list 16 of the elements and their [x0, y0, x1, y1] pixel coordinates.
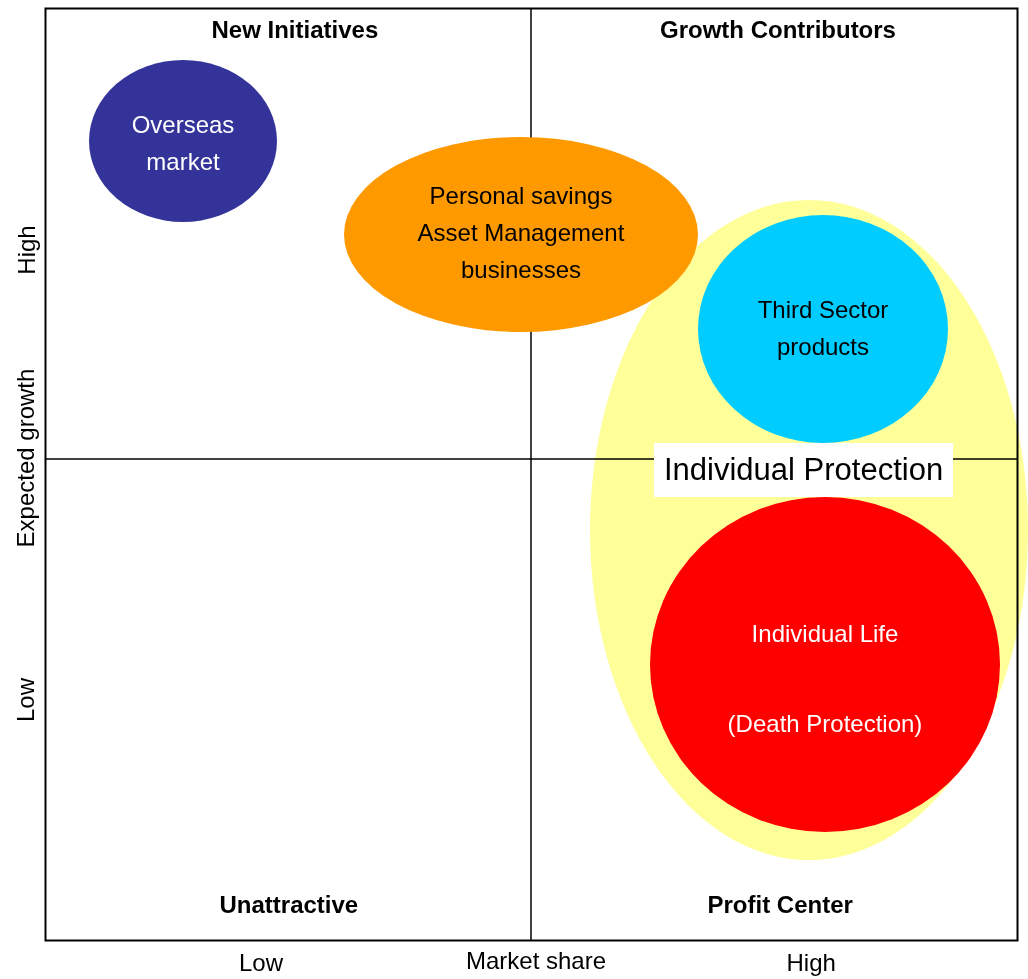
axis-label: Market share	[466, 947, 607, 975]
bubble-label: Third Sector products	[756, 295, 890, 362]
axis-label: Low	[12, 678, 40, 722]
bubble-label: Individual Life	[750, 619, 900, 649]
axis-label: High	[12, 225, 41, 275]
bubble-label: Personal savings Asset Management businesses	[416, 181, 626, 285]
quadrant-title: New Initiatives	[211, 16, 379, 44]
quadrant-title: Profit Center	[707, 891, 853, 919]
axis-label: Expected growth	[11, 368, 40, 548]
quadrant-title: Growth Contributors	[660, 16, 896, 44]
group-label: Individual Protection	[654, 443, 954, 497]
bubble-label: (Death Protection)	[726, 709, 924, 739]
bubble-label: Overseas market	[130, 110, 236, 177]
axis-label: High	[786, 949, 836, 977]
axis-label: Low	[239, 949, 284, 977]
quadrant-title: Unattractive	[219, 891, 359, 919]
